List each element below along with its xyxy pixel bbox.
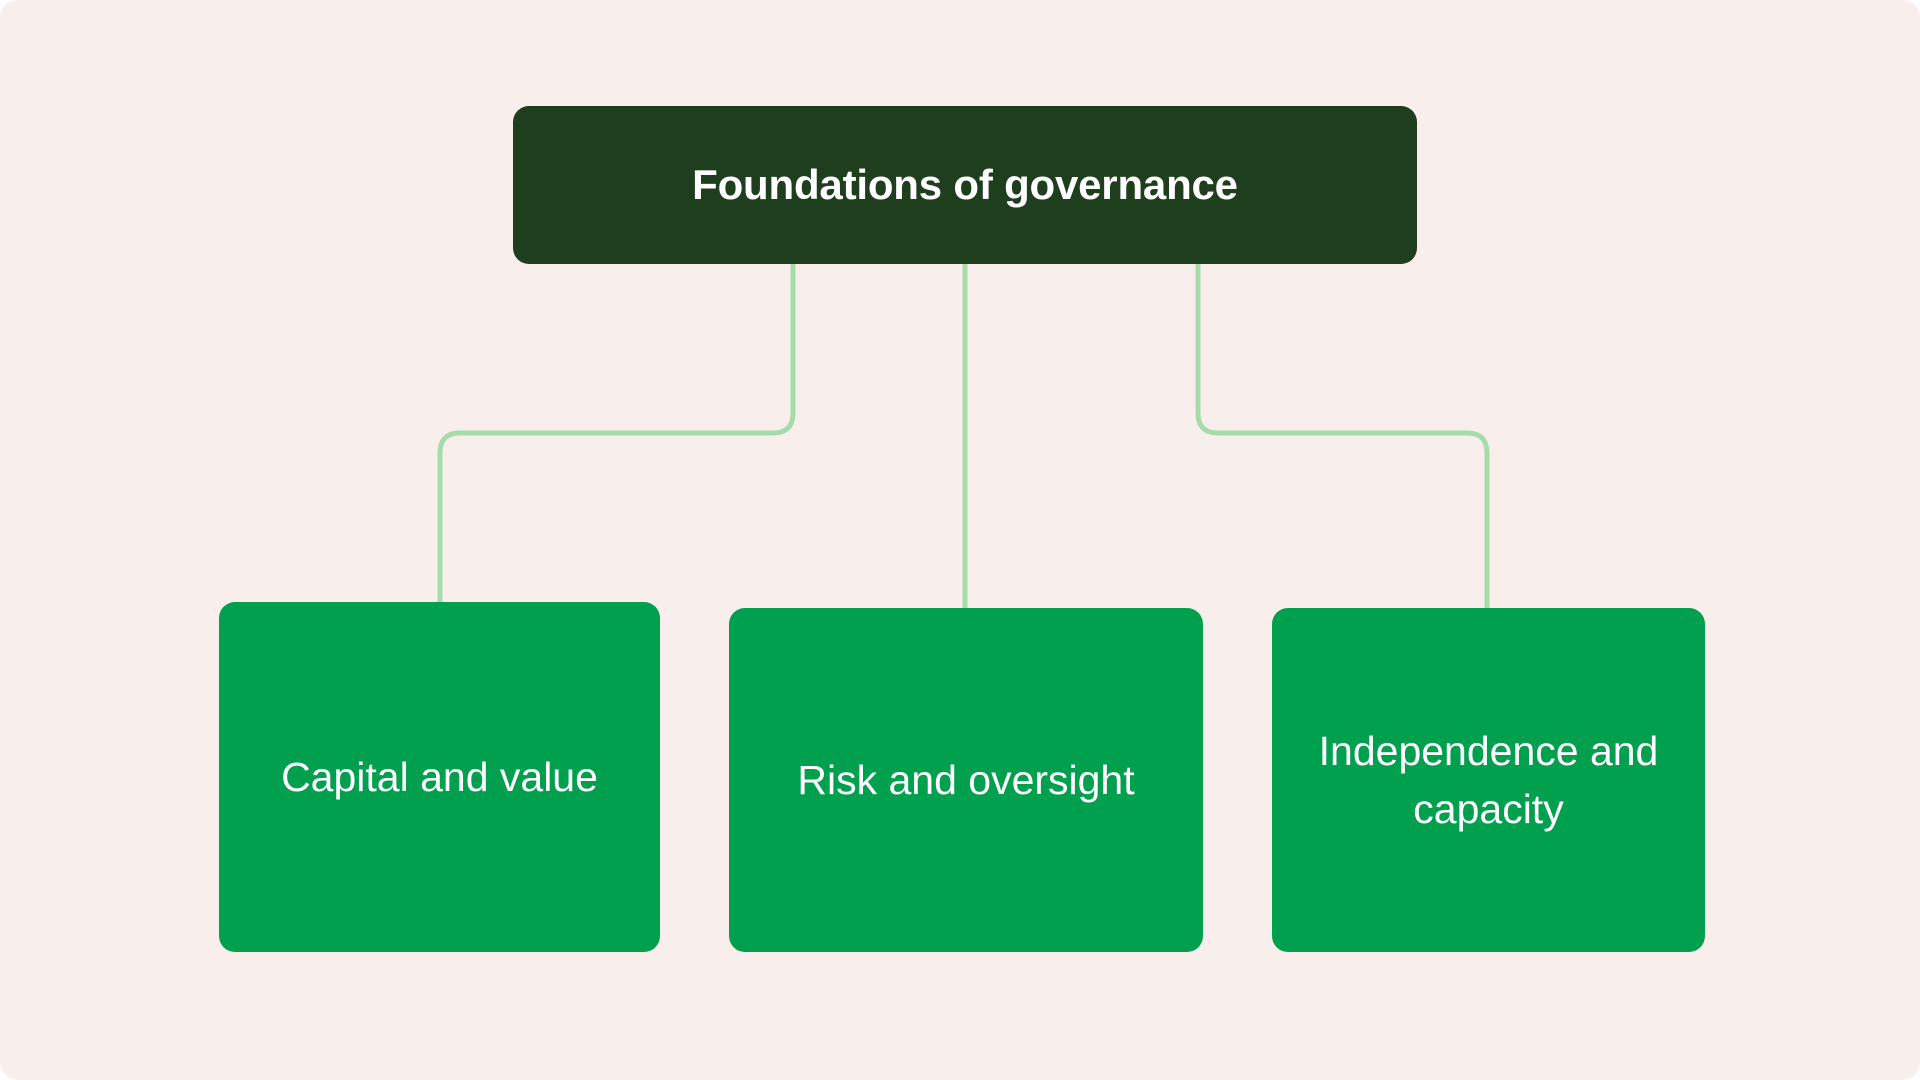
node-root[interactable]: Foundations of governance: [513, 106, 1417, 264]
connector-root-to-child-0: [437, 264, 796, 604]
node-child-capital-and-value[interactable]: Capital and value: [219, 602, 660, 952]
node-child-risk-and-oversight[interactable]: Risk and oversight: [729, 608, 1203, 952]
connector-root-to-child-2: [1195, 264, 1490, 610]
node-child-label: Risk and oversight: [797, 756, 1135, 803]
node-child-label: Independence and capacity: [1318, 727, 1659, 832]
node-root-label: Foundations of governance: [692, 161, 1238, 208]
node-child-independence-and-capacity[interactable]: Independence and capacity: [1272, 608, 1705, 952]
node-child-label: Capital and value: [281, 753, 598, 800]
